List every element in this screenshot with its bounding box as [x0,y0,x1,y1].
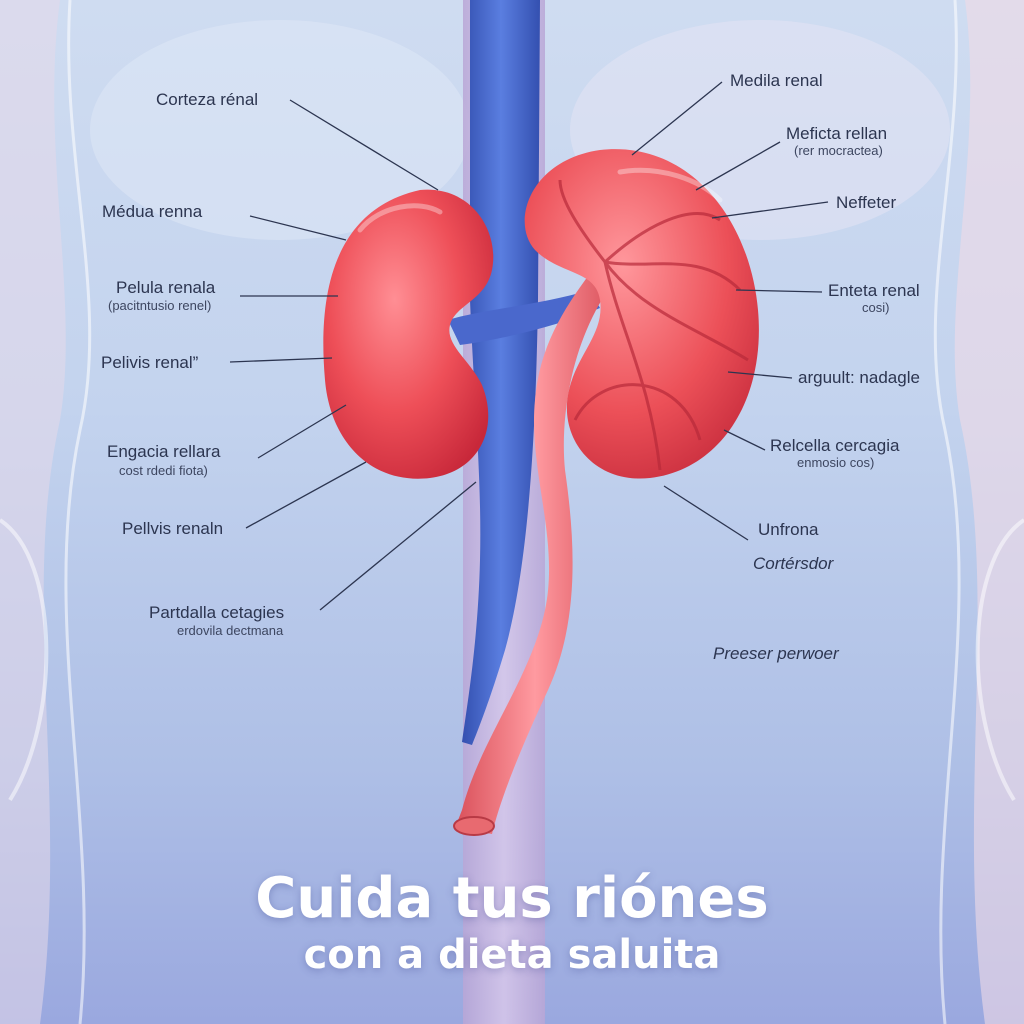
left-kidney [323,189,494,479]
label-pellvis-renaln: Pellvis renaln [122,519,224,538]
label-relcella-cercagia-sub: enmosio cos) [797,455,875,470]
label-cortersdor: Cortérsdor [753,554,834,573]
label-pelula-renala: Pelula renala [116,278,216,297]
title-line-1: Cuida tus riónes [255,866,769,931]
vena-cava [462,0,540,745]
label-medua-renna: Médua renna [102,202,203,221]
label-partdalla-cetagies-sub: erdovila dectmana [177,623,284,638]
label-engacia-rellara: Engacia rellara [107,442,221,461]
label-arguult-nadagle: arguult: nadagle [798,368,920,387]
renal-pyramids [558,179,749,471]
title-line-2: con a dieta saluita [303,932,721,978]
label-partdalla-cetagies: Partdalla cetagies [149,603,285,622]
label-preeser-perwoer: Preeser perwoer [713,644,839,663]
label-meficta-rellan-sub: (rer mocractea) [794,143,883,158]
label-enteta-renal-sub: cosi) [862,300,890,315]
label-neffeter: Neffeter [836,193,897,212]
label-engacia-rellara-sub: cost rdedi fiota) [119,463,208,478]
label-pelivis-renal: Pelivis renal” [101,353,199,372]
label-relcella-cercagia: Relcella cercagia [770,436,900,455]
label-corteza-renal: Corteza rénal [156,90,259,109]
label-medila-renal: Medila renal [730,71,823,90]
label-meficta-rellan: Meficta rellan [786,124,888,143]
label-enteta-renal: Enteta renal [828,281,920,300]
renal-vein [448,290,600,345]
label-unfrona: Unfrona [758,520,819,539]
label-pelula-renala-sub: (pacitntusio renel) [108,298,212,313]
leader-lines [229,81,829,611]
